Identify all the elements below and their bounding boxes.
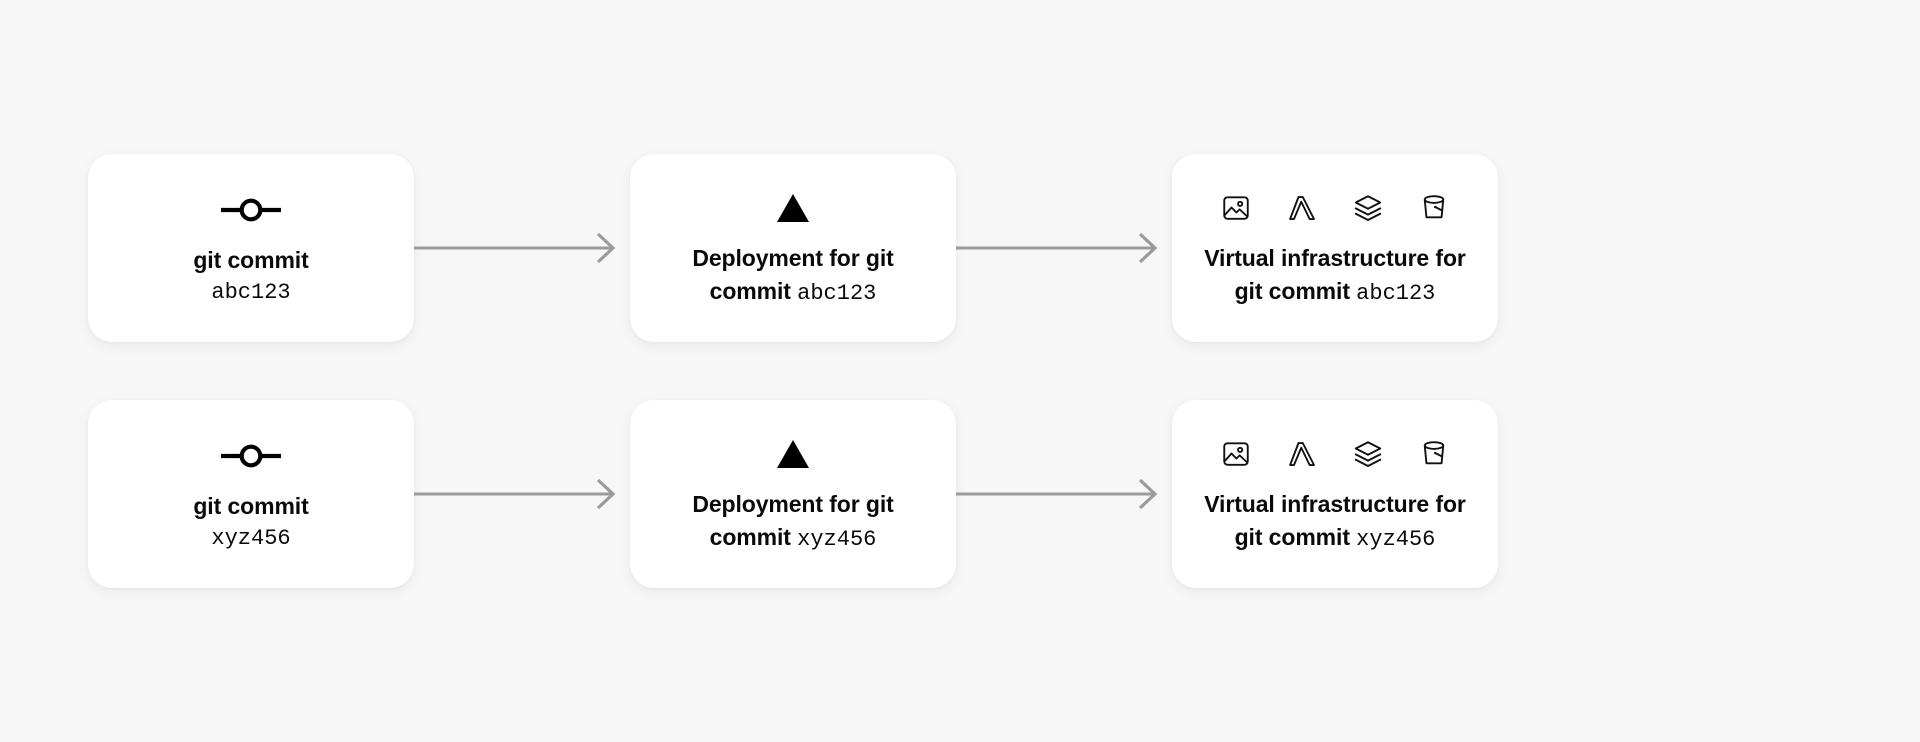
card-label-hash: abc123 xyxy=(1356,281,1436,307)
arrow-connector xyxy=(956,232,1158,264)
card-icon-area xyxy=(220,434,282,478)
vercel-triangle-icon xyxy=(777,194,809,223)
layers-icon xyxy=(1354,195,1382,222)
image-icon xyxy=(1223,442,1249,466)
card-virtual-infrastructure[interactable]: Virtual infrastructure for git commit ab… xyxy=(1172,154,1498,342)
card-label-hash: xyz456 xyxy=(1356,527,1436,553)
card-label-hash: xyz456 xyxy=(797,527,877,553)
card-icon-area xyxy=(220,188,282,232)
card-virtual-infrastructure[interactable]: Virtual infrastructure for git commit xy… xyxy=(1172,400,1498,588)
card-label-hash: abc123 xyxy=(797,281,877,307)
bucket-icon xyxy=(1423,441,1445,465)
flow-row: git commit xyz456 Deployment for git com… xyxy=(88,400,1498,588)
card-label: Deployment for git commit abc123 xyxy=(654,242,932,310)
card-label: Deployment for git commit xyz456 xyxy=(654,488,932,556)
card-git-commit[interactable]: git commit xyz456 xyxy=(88,400,414,588)
flow-row: git commit abc123 Deployment for git com… xyxy=(88,154,1498,342)
bucket-icon xyxy=(1423,195,1445,219)
vercel-triangle-icon xyxy=(777,440,809,469)
card-git-commit[interactable]: git commit abc123 xyxy=(88,154,414,342)
card-label: Virtual infrastructure for git commit xy… xyxy=(1196,488,1474,556)
card-label-strong: Virtual infrastructure for git commit xyxy=(1204,491,1466,551)
git-commit-icon xyxy=(221,198,281,222)
card-icon-area xyxy=(1221,432,1449,476)
card-label-strong: git commit xyxy=(193,492,309,519)
card-icon-area xyxy=(776,432,810,476)
arrow-connector xyxy=(414,232,616,264)
git-commit-icon xyxy=(221,444,281,468)
lambda-icon xyxy=(1289,442,1315,467)
card-label-strong: Virtual infrastructure for git commit xyxy=(1204,245,1466,305)
arrow-connector xyxy=(956,478,1158,510)
card-label-strong: git commit xyxy=(193,246,309,273)
card-label-strong: Deployment for git commit xyxy=(692,245,894,305)
lambda-icon xyxy=(1289,196,1315,221)
arrow-connector xyxy=(414,478,616,510)
image-icon xyxy=(1223,196,1249,220)
layers-icon xyxy=(1354,441,1382,468)
card-label-hash: xyz456 xyxy=(211,525,291,551)
card-deployment[interactable]: Deployment for git commit abc123 xyxy=(630,154,956,342)
card-deployment[interactable]: Deployment for git commit xyz456 xyxy=(630,400,956,588)
card-label: Virtual infrastructure for git commit ab… xyxy=(1196,242,1474,310)
card-icon-area xyxy=(1221,186,1449,230)
card-label: git commit abc123 xyxy=(193,244,308,309)
card-label: git commit xyz456 xyxy=(193,490,308,555)
card-label-hash: abc123 xyxy=(211,279,291,305)
card-label-strong: Deployment for git commit xyxy=(692,491,894,551)
card-icon-area xyxy=(776,186,810,230)
